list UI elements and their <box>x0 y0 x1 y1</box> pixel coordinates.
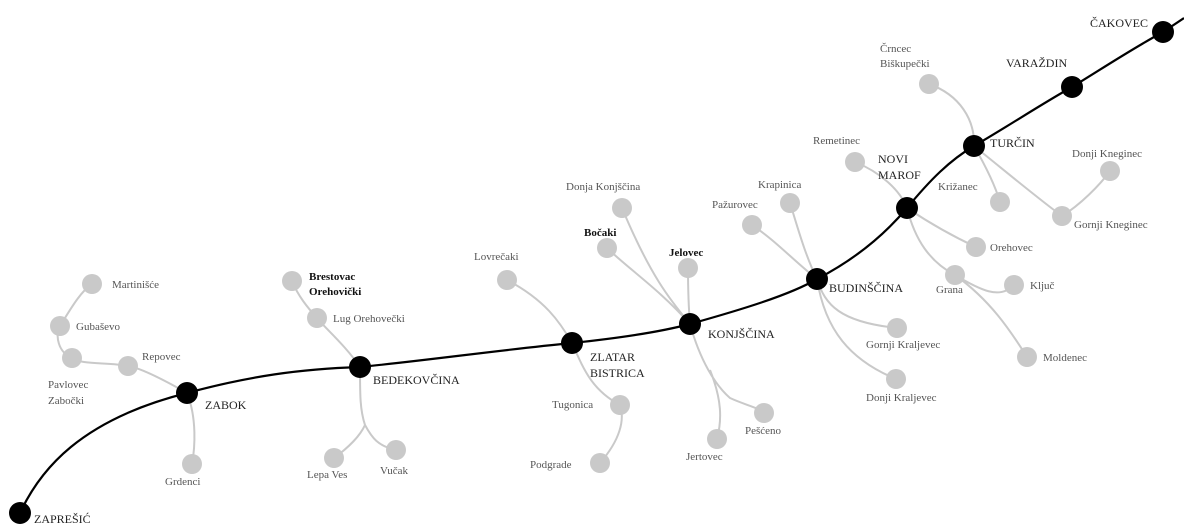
label-donji-kraljevec: Donji Kraljevec <box>866 392 937 404</box>
label-budinscina: BUDINŠČINA <box>829 281 903 295</box>
main-station-labels: ZAPREŠIĆ ZABOK BEDEKOVČINA ZLATAR BISTRI… <box>34 16 1148 526</box>
label-novi-marof-2: MAROF <box>878 168 921 182</box>
label-gornji-kneginec: Gornji Kneginec <box>1074 219 1148 231</box>
label-brestovac-1: Brestovac <box>309 271 355 283</box>
label-crncec-2: Biškupečki <box>880 58 930 70</box>
station-dot-moldenec <box>1017 347 1037 367</box>
label-zabok: ZABOK <box>205 398 247 412</box>
branch-line-budinscina-north <box>751 202 818 280</box>
station-dot-pavlovec <box>62 348 82 368</box>
label-krapinica: Krapinica <box>758 179 801 191</box>
main-stations <box>9 21 1174 524</box>
station-dot-donja-konjscina <box>612 198 632 218</box>
label-gubasevo: Gubaševo <box>76 321 120 333</box>
station-dot-zlatar-bistrica <box>561 332 583 354</box>
station-dot-tugonica <box>610 395 630 415</box>
label-lug: Lug Orehovečki <box>333 313 405 325</box>
station-dot-brestovac <box>282 271 302 291</box>
station-dot-jelovec <box>678 258 698 278</box>
label-konjscina: KONJŠČINA <box>708 327 775 341</box>
label-novi-marof-1: NOVI <box>878 152 908 166</box>
label-moldenec: Moldenec <box>1043 352 1087 364</box>
station-dot-zabok <box>176 382 198 404</box>
label-krizanec: Križanec <box>938 181 978 193</box>
station-dot-orehovec <box>966 237 986 257</box>
station-dot-cakovec <box>1152 21 1174 43</box>
station-dot-pescenc <box>754 403 774 423</box>
station-dot-gornji-kraljevec <box>887 318 907 338</box>
station-dot-krapinica <box>780 193 800 213</box>
label-gornji-kraljevec: Gornji Kraljevec <box>866 339 940 351</box>
station-dot-krizanec <box>990 192 1010 212</box>
station-dot-gornji-kneginec <box>1052 206 1072 226</box>
branch-stations <box>50 74 1120 474</box>
label-zapresic: ZAPREŠIĆ <box>34 512 91 526</box>
label-grana: Grana <box>936 284 963 296</box>
station-dot-turcin <box>963 135 985 157</box>
label-cakovec: ČAKOVEC <box>1090 16 1148 30</box>
station-dot-pazurovec <box>742 215 762 235</box>
station-dot-lovrecaki <box>497 270 517 290</box>
branch-line-konjscina-south <box>689 323 765 440</box>
station-dot-remetinec <box>845 152 865 172</box>
station-dot-podgrade <box>590 453 610 473</box>
station-dot-konjscina <box>679 313 701 335</box>
station-dot-crncec <box>919 74 939 94</box>
station-dot-kljuc <box>1004 275 1024 295</box>
station-dot-novi-marof <box>896 197 918 219</box>
label-donja-konjscina: Donja Konjščina <box>566 181 640 193</box>
branch-station-labels: Martinišće Gubaševo Pavlovec Zabočki Rep… <box>48 43 1148 488</box>
label-donji-kneginec: Donji Kneginec <box>1072 148 1142 160</box>
station-dot-repovec <box>118 356 138 376</box>
label-varazdin: VARAŽDIN <box>1006 56 1067 70</box>
label-turcin: TURČIN <box>990 136 1035 150</box>
label-vucak: Vučak <box>380 465 409 477</box>
station-dot-zapresic <box>9 502 31 524</box>
station-dot-grdenci <box>182 454 202 474</box>
label-pazurovec: Pažurovec <box>712 199 758 211</box>
station-dot-gubasevo <box>50 316 70 336</box>
label-lovrecaki: Lovrečaki <box>474 251 519 263</box>
station-dot-vucak <box>386 440 406 460</box>
branch-line-konjscina-north <box>606 207 691 325</box>
station-dot-varazdin <box>1061 76 1083 98</box>
label-jelovec: Jelovec <box>669 247 703 259</box>
station-dot-donji-kneginec <box>1100 161 1120 181</box>
station-dot-lepa-ves <box>324 448 344 468</box>
branch-line-turcin <box>928 83 1111 217</box>
label-pavlovec-1: Pavlovec <box>48 379 88 391</box>
label-pavlovec-2: Zabočki <box>48 395 84 407</box>
label-podgrade: Podgrade <box>530 459 572 471</box>
station-dot-grana <box>945 265 965 285</box>
label-orehovec: Orehovec <box>990 242 1033 254</box>
label-zlatar-2: BISTRICA <box>590 366 645 380</box>
label-repovec: Repovec <box>142 351 181 363</box>
label-lepa-ves: Lepa Ves <box>307 469 347 481</box>
label-zlatar-1: ZLATAR <box>590 350 635 364</box>
label-pescenc: Pešćeno <box>745 425 782 437</box>
station-dot-lug <box>307 308 327 328</box>
label-tugonica: Tugonica <box>552 399 593 411</box>
label-brestovac-2: Orehovički <box>309 286 361 298</box>
branch-line-zabok-west <box>56 283 188 394</box>
label-bedekovcina: BEDEKOVČINA <box>373 373 460 387</box>
branch-line-zlatar-lovrecaki <box>506 279 573 344</box>
station-dot-bedekovcina <box>349 356 371 378</box>
label-kljuc: Ključ <box>1030 280 1055 292</box>
label-bocaki: Bočaki <box>584 227 616 239</box>
station-dot-martinisce <box>82 274 102 294</box>
label-martinisce: Martinišće <box>112 279 159 291</box>
branch-line-novimarof <box>854 161 1028 358</box>
label-remetinec: Remetinec <box>813 135 860 147</box>
station-dot-bocaki <box>597 238 617 258</box>
station-dot-budinscina <box>806 268 828 290</box>
label-crncec-1: Črncec <box>880 43 911 55</box>
station-dot-jertovec <box>707 429 727 449</box>
label-grdenci: Grdenci <box>165 476 200 488</box>
label-jertovec: Jertovec <box>686 451 723 463</box>
station-dot-donji-kraljevec <box>886 369 906 389</box>
